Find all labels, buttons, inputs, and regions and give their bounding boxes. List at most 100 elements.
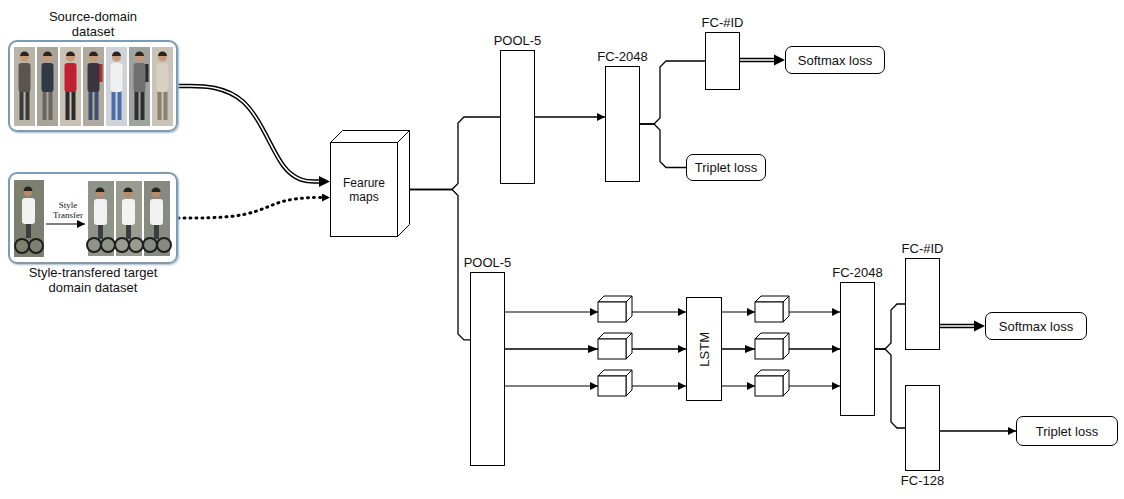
block-side bbox=[626, 370, 632, 396]
bike-wheel bbox=[15, 239, 29, 253]
dataset-panel: Style TransferStyle-transfered target do… bbox=[8, 172, 178, 264]
connector-line bbox=[740, 58, 776, 63]
layer-box: POOL-5 bbox=[470, 272, 505, 466]
block-side bbox=[626, 333, 632, 359]
person-leg bbox=[20, 91, 24, 120]
bike-wheel bbox=[143, 238, 157, 252]
connector-line bbox=[398, 117, 500, 190]
arrow-head bbox=[745, 345, 755, 353]
person-body bbox=[150, 199, 163, 225]
connector bbox=[640, 124, 686, 168]
photo-ground bbox=[14, 180, 44, 257]
person-leg bbox=[164, 91, 168, 120]
layer-box: FC-2048 bbox=[605, 66, 640, 182]
layer-box: POOL-5 bbox=[500, 50, 535, 184]
person-image bbox=[152, 47, 173, 126]
person-leg bbox=[98, 223, 103, 239]
person-leg bbox=[126, 223, 131, 239]
connector-line bbox=[875, 304, 905, 349]
connector bbox=[940, 431, 1016, 432]
dataset-panel: Source-domain dataset bbox=[8, 40, 178, 132]
connector-line bbox=[940, 325, 976, 327]
node-label: FC-2048 bbox=[832, 265, 883, 283]
feature-block bbox=[755, 333, 789, 359]
person-body bbox=[111, 63, 123, 92]
person-leg bbox=[135, 91, 139, 120]
connector bbox=[875, 304, 905, 349]
connector-line bbox=[640, 61, 705, 124]
person-hair bbox=[66, 52, 75, 56]
person-leg bbox=[154, 223, 159, 239]
person-head bbox=[96, 189, 105, 198]
block-front bbox=[598, 302, 626, 322]
person-leg bbox=[49, 91, 53, 120]
person-hair bbox=[96, 188, 105, 193]
connector-line bbox=[940, 324, 976, 329]
connector bbox=[535, 117, 605, 118]
person-body bbox=[157, 63, 169, 92]
arrow-head bbox=[319, 176, 330, 187]
lstm-box: LSTM bbox=[686, 297, 722, 401]
layer-box: FC-#ID bbox=[705, 32, 740, 90]
node-label: LSTM bbox=[697, 332, 712, 367]
person-hair bbox=[158, 52, 167, 57]
person-leg bbox=[158, 91, 162, 120]
connector-line bbox=[640, 124, 686, 168]
person-image bbox=[129, 47, 150, 126]
feature-arrow bbox=[722, 312, 755, 313]
block-front bbox=[755, 339, 783, 359]
loss-box: Triplet loss bbox=[1016, 416, 1118, 446]
person-head bbox=[135, 53, 144, 62]
feature-arrow bbox=[789, 386, 840, 387]
block-front bbox=[598, 339, 626, 359]
person-leg bbox=[26, 222, 31, 238]
connector bbox=[940, 321, 985, 332]
person-image bbox=[37, 47, 58, 126]
person-head bbox=[158, 53, 167, 62]
connector-line bbox=[940, 430, 1016, 431]
person-hair bbox=[89, 52, 98, 57]
feature-arrow bbox=[505, 312, 598, 313]
cyclist-image bbox=[115, 181, 143, 256]
feature-arrow bbox=[632, 312, 686, 313]
node-label: Softmax loss bbox=[798, 53, 872, 68]
person-body bbox=[88, 63, 100, 92]
cube-front bbox=[331, 143, 398, 237]
feature-block bbox=[598, 370, 632, 396]
block-front bbox=[755, 376, 783, 396]
layer-box: FC-2048 bbox=[840, 282, 875, 416]
node-label: Triplet loss bbox=[1036, 424, 1098, 439]
node-label: POOL-5 bbox=[464, 255, 512, 273]
loss-box: Softmax loss bbox=[985, 312, 1087, 340]
person-body bbox=[22, 198, 35, 224]
cube-side bbox=[398, 131, 410, 237]
loss-box: Softmax loss bbox=[785, 46, 885, 74]
person-leg bbox=[43, 91, 47, 120]
photo-ground bbox=[106, 47, 127, 126]
bike-wheel bbox=[129, 238, 143, 252]
photo-ground bbox=[88, 181, 114, 256]
connector bbox=[740, 55, 785, 66]
connector-line bbox=[740, 59, 776, 61]
feature-block bbox=[598, 296, 632, 322]
arrow-head bbox=[588, 345, 598, 353]
person-head bbox=[124, 189, 133, 198]
transfer-label: Style Transfer bbox=[46, 200, 90, 220]
bike-wheel bbox=[115, 238, 129, 252]
connector-line bbox=[875, 349, 905, 428]
layer-box: FC-#ID bbox=[905, 258, 940, 350]
person-body bbox=[42, 63, 54, 92]
cube-top bbox=[331, 131, 410, 143]
connector bbox=[178, 86, 330, 187]
block-front bbox=[755, 302, 783, 322]
connector-line bbox=[178, 198, 330, 219]
node-label: FC-128 bbox=[901, 470, 944, 488]
node-label: FC-#ID bbox=[902, 241, 944, 259]
bike-wheel bbox=[87, 238, 101, 252]
cyclist-image bbox=[14, 180, 44, 257]
photo-ground bbox=[60, 47, 81, 126]
person-head bbox=[89, 53, 98, 62]
person-leg bbox=[112, 91, 116, 120]
block-side bbox=[783, 333, 789, 359]
